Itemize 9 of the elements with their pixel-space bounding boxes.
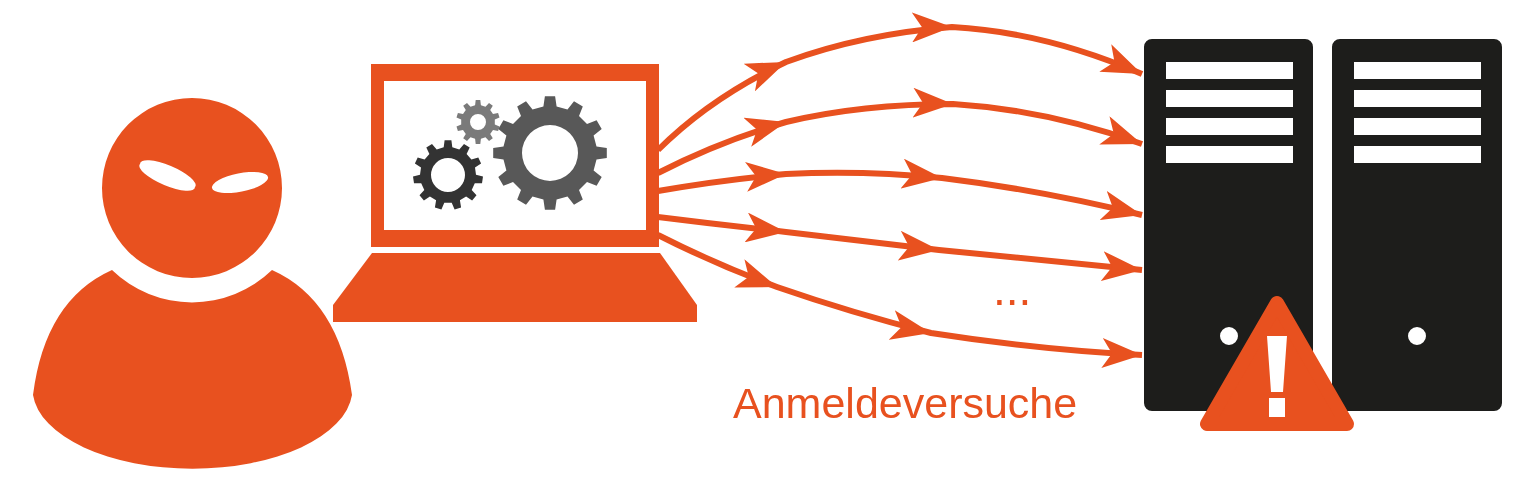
arrow xyxy=(657,159,1143,220)
annotation-text: Anmeldeversuche xyxy=(733,382,1078,425)
laptop-illustration xyxy=(333,64,697,323)
arrow xyxy=(656,88,1143,176)
arrow xyxy=(656,232,1143,368)
arrow xyxy=(657,213,1143,281)
warning-triangle xyxy=(1200,295,1354,431)
server-tower xyxy=(1332,39,1503,412)
ellipsis-text: ... xyxy=(993,266,1032,312)
